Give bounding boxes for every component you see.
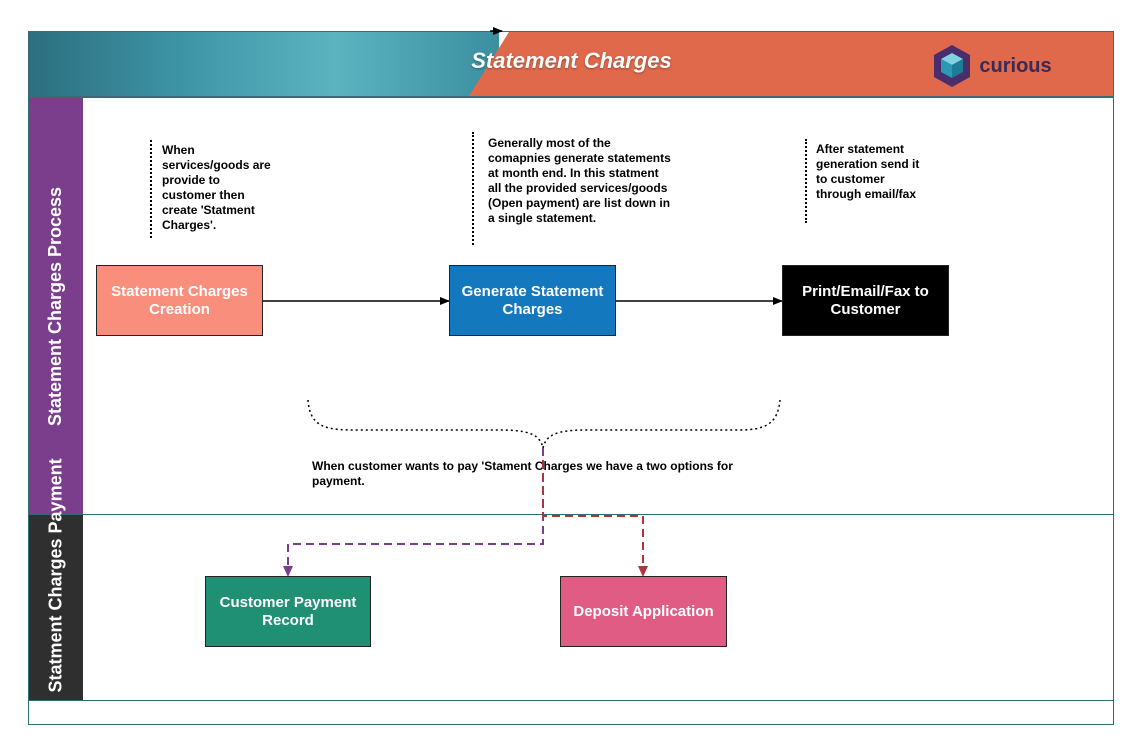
- arrowhead-customer-payment: [283, 566, 293, 577]
- path-to-customer-payment: [287, 448, 544, 574]
- banner-pattern: [469, 32, 1113, 96]
- footer-strip: [28, 700, 1114, 725]
- logo-text-b: rubik: [1051, 54, 1095, 77]
- header-banner: Statement Charges curiousrubik: [28, 31, 1114, 97]
- note-bracket-generate: [472, 132, 474, 245]
- box-statement-charges-creation[interactable]: Statement Charges Creation: [96, 265, 263, 336]
- note-payment-options: When customer wants to pay 'Stament Char…: [312, 459, 733, 488]
- note-bracket-print: [805, 139, 807, 223]
- cube-logo-icon: [934, 45, 971, 87]
- note-generate: Generally most of the comapnies generate…: [488, 136, 671, 225]
- box-deposit-application[interactable]: Deposit Application: [560, 576, 727, 647]
- payment-lane-header: Statment Charges Payment: [29, 458, 83, 700]
- options-brace: [307, 399, 781, 449]
- note-print: After statement generation send it to cu…: [816, 142, 920, 201]
- page-title: Statement Charges: [471, 48, 672, 73]
- banner-photo: [29, 32, 499, 96]
- path-to-deposit: [542, 460, 644, 574]
- box-generate-statement-charges[interactable]: Generate Statement Charges: [449, 265, 616, 336]
- brand-logo: curiousrubik: [931, 44, 1095, 88]
- note-bracket-creation: [150, 140, 152, 238]
- arrowhead-deposit: [638, 566, 648, 577]
- box-customer-payment-record[interactable]: Customer Payment Record: [205, 576, 371, 647]
- box-print-email-fax[interactable]: Print/Email/Fax to Customer: [782, 265, 949, 336]
- logo-text: curiousrubik: [979, 55, 1095, 78]
- logo-text-a: curious: [979, 54, 1052, 77]
- process-lane-header: Statement Charges Process: [29, 98, 83, 514]
- note-creation: When services/goods are provide to custo…: [162, 143, 271, 232]
